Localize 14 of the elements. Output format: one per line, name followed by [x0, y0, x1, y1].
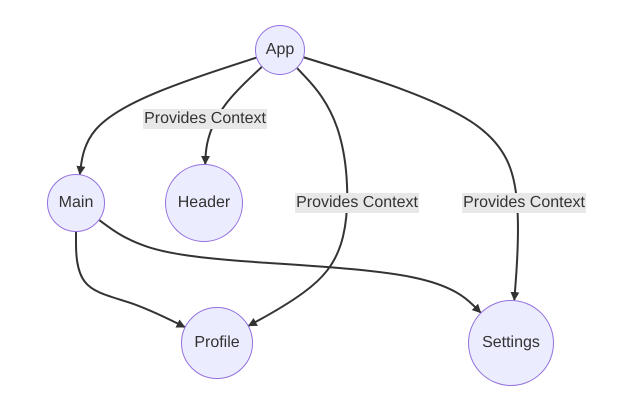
node-label: Profile: [194, 334, 240, 352]
arrow: [76, 56, 257, 176]
arrow: [304, 56, 520, 302]
arrow: [98, 219, 482, 314]
node-label: Main: [58, 194, 94, 212]
node-label: App: [266, 41, 294, 59]
edge-label: Provides Context: [295, 193, 419, 213]
node-label: Settings: [482, 334, 540, 352]
node-label: Header: [178, 194, 230, 212]
arrow: [248, 68, 348, 327]
edge-label: Provides Context: [143, 109, 267, 129]
arrow: [75, 232, 186, 328]
node-circle: [255, 25, 305, 75]
edge-label: Provides Context: [462, 193, 586, 213]
